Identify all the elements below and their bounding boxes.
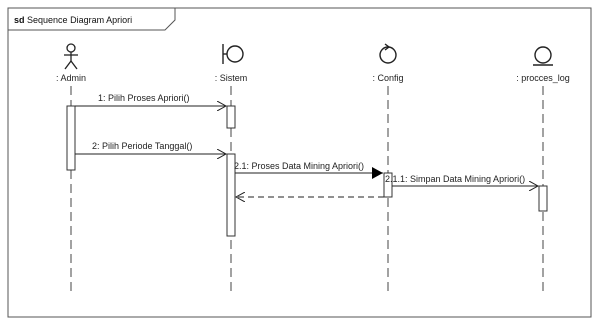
activation-log <box>538 185 548 212</box>
message-label-2-1-1: 2.1.1: Simpan Data Mining Apriori() <box>385 174 525 184</box>
diagram-frame <box>7 7 592 318</box>
lifeline-label-config: : Config <box>372 73 403 83</box>
actor-icon <box>64 43 78 70</box>
activation-config <box>383 172 393 198</box>
frame-tab <box>7 8 176 31</box>
control-icon <box>379 43 397 64</box>
message-label-2-1: 2.1: Proses Data Mining Apriori() <box>234 161 364 171</box>
message-label-2: 2: Pilih Periode Tanggal() <box>92 141 192 151</box>
entity-icon <box>533 46 553 66</box>
message-label-1: 1: Pilih Proses Apriori() <box>98 93 190 103</box>
lifeline-label-admin: : Admin <box>56 73 86 83</box>
lifeline-label-log: : procces_log <box>516 73 570 83</box>
boundary-icon <box>222 44 244 64</box>
lifeline-label-sistem: : Sistem <box>215 73 248 83</box>
activation-sistem-1 <box>226 105 236 129</box>
activation-admin <box>66 105 76 171</box>
frame-title: sd Sequence Diagram Apriori <box>14 15 132 25</box>
